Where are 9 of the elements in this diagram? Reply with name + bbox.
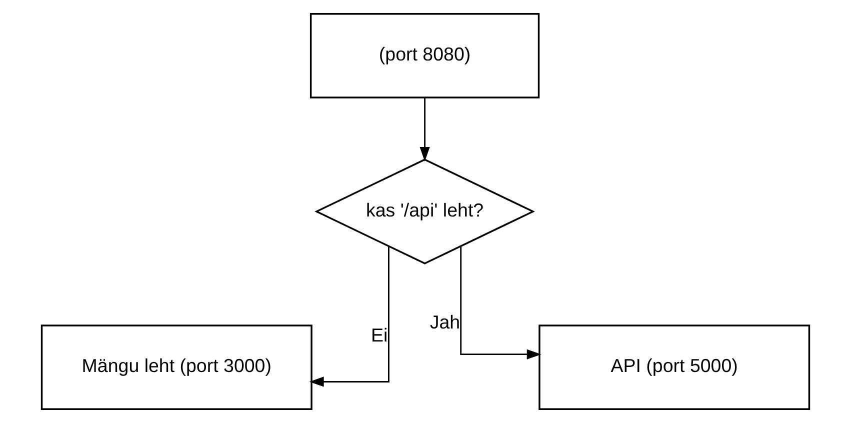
node-diamond: kas '/api' leht? (314, 158, 534, 264)
arrow (308, 246, 389, 387)
node-box: API (port 5000) (538, 324, 810, 410)
node-box: Mängu leht (port 3000) (40, 324, 312, 410)
edge-label: Ei (370, 324, 388, 346)
arrow (419, 98, 430, 162)
node-box: (port 8080) (309, 13, 540, 98)
arrow (460, 246, 541, 360)
edge-label: Jah (429, 312, 460, 333)
